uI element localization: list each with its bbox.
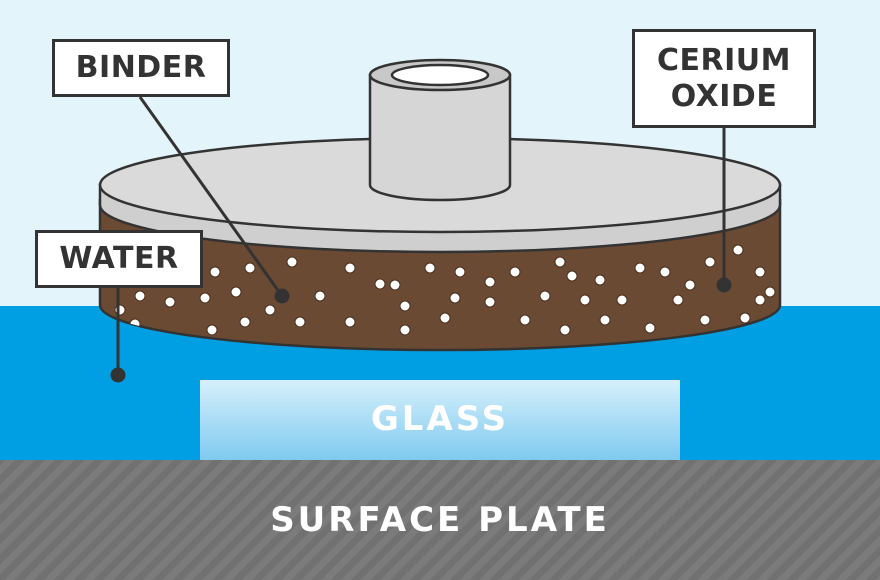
particle xyxy=(264,304,276,316)
cerium-leader-dot xyxy=(716,277,732,293)
particle xyxy=(286,256,298,268)
particle xyxy=(206,324,218,336)
spindle-body xyxy=(368,73,512,202)
particle xyxy=(374,278,386,290)
binder-leader xyxy=(138,96,284,297)
particle xyxy=(344,316,356,328)
particle xyxy=(230,286,242,298)
particle xyxy=(399,300,411,312)
particle xyxy=(684,279,696,291)
water-leader-dot xyxy=(110,367,126,383)
particle xyxy=(594,274,606,286)
particle xyxy=(424,262,436,274)
particle xyxy=(566,270,578,282)
binder-label: BINDER xyxy=(52,39,230,97)
particle xyxy=(294,316,306,328)
binder-leader-dot xyxy=(274,288,290,304)
particle xyxy=(644,322,656,334)
particle xyxy=(449,292,461,304)
particle xyxy=(616,294,628,306)
particle xyxy=(704,256,716,268)
particle xyxy=(239,316,251,328)
particle xyxy=(754,266,766,278)
particle xyxy=(399,324,411,336)
particle xyxy=(754,294,766,306)
particle xyxy=(634,262,646,274)
particle xyxy=(699,314,711,326)
surface-plate-label: SURFACE PLATE xyxy=(270,500,610,540)
particle xyxy=(764,286,776,298)
particle xyxy=(554,256,566,268)
water-label-text: WATER xyxy=(59,241,179,276)
particle xyxy=(164,296,176,308)
particle xyxy=(599,314,611,326)
particle xyxy=(344,262,356,274)
spindle-icon xyxy=(368,58,512,202)
particle xyxy=(484,296,496,308)
glass-piece xyxy=(200,380,680,460)
particle xyxy=(579,294,591,306)
particle xyxy=(314,290,326,302)
leader-lines xyxy=(110,96,732,383)
particle xyxy=(509,266,521,278)
particle xyxy=(209,266,221,278)
particle xyxy=(659,266,671,278)
water-label: WATER xyxy=(35,230,203,288)
particle xyxy=(389,279,401,291)
particle xyxy=(484,276,496,288)
particle xyxy=(454,266,466,278)
particle xyxy=(439,312,451,324)
particle xyxy=(244,262,256,274)
cerium-oxide-particles xyxy=(114,244,776,336)
particle xyxy=(739,312,751,324)
particle xyxy=(539,290,551,302)
cerium-oxide-label: CERIUM OXIDE xyxy=(632,29,816,128)
particle xyxy=(519,314,531,326)
glass-label: GLASS xyxy=(370,399,510,439)
particle xyxy=(559,324,571,336)
cerium-label-line1: CERIUM xyxy=(657,42,791,78)
binder-label-text: BINDER xyxy=(75,50,207,85)
particle xyxy=(672,294,684,306)
surface-plate xyxy=(0,460,880,580)
particle xyxy=(732,244,744,256)
spindle-hole xyxy=(390,63,490,87)
particle xyxy=(199,292,211,304)
cerium-label-line2: OXIDE xyxy=(670,78,778,114)
particle xyxy=(134,290,146,302)
